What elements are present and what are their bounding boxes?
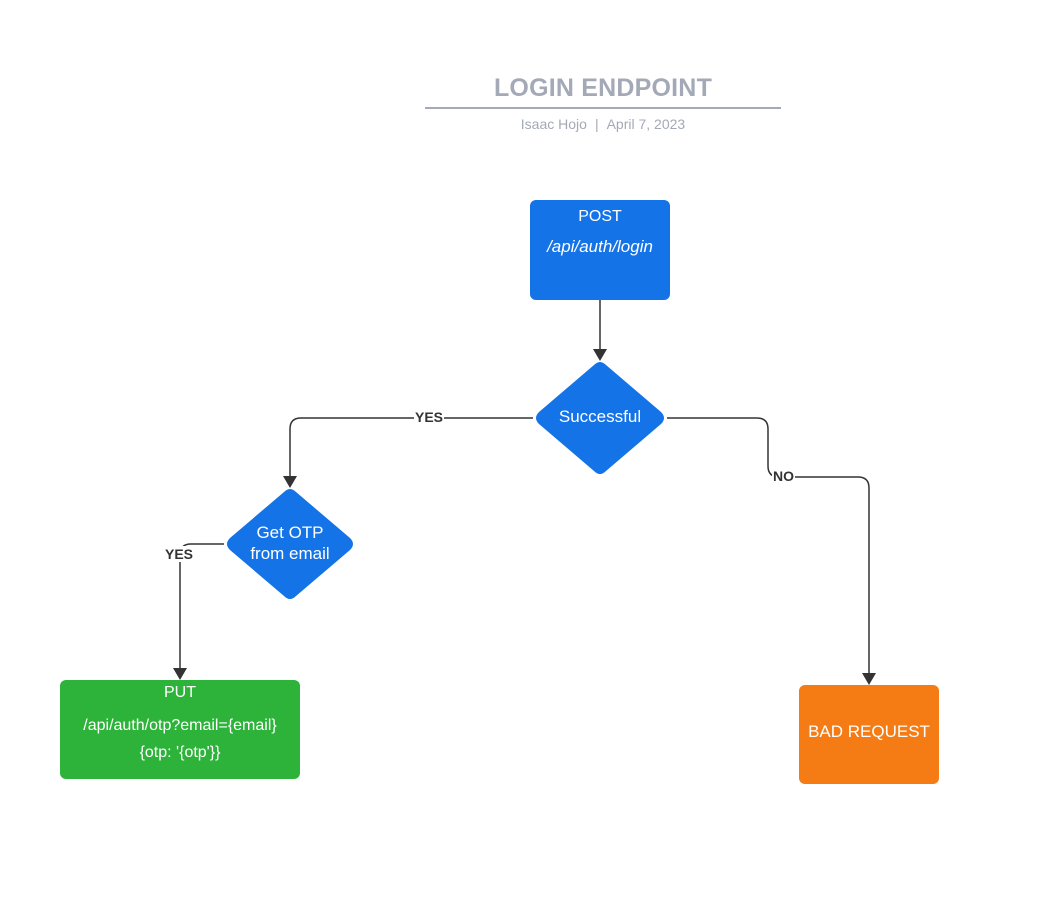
put-method-label: PUT — [164, 684, 196, 701]
successful-decision-diamond — [536, 362, 664, 474]
bad-request-box: BAD REQUEST — [799, 685, 939, 784]
edge-label-successful-yes: YES — [414, 409, 445, 425]
edge-label-otp-yes: YES — [164, 546, 195, 562]
title-underline — [425, 107, 781, 109]
post-login-process-box: POST /api/auth/login — [530, 200, 670, 300]
edge-label-successful-no: NO — [772, 468, 795, 484]
page-subtitle: Isaac Hojo | April 7, 2023 — [425, 116, 781, 132]
successful-decision-label: Successful — [558, 407, 642, 426]
connector-get-otp-yes-to-put — [173, 543, 224, 680]
put-body-label: {otp: '{otp'}} — [139, 744, 221, 761]
get-otp-label-line1: Get OTP — [256, 523, 324, 542]
connector-successful-yes-to-get-otp — [283, 417, 533, 488]
bad-request-label: BAD REQUEST — [808, 722, 930, 741]
put-path-label: /api/auth/otp?email={email} — [83, 717, 277, 734]
page-title: LOGIN ENDPOINT — [493, 74, 713, 102]
document-date: April 7, 2023 — [606, 116, 686, 132]
connector-successful-no-to-bad-request — [667, 417, 876, 685]
get-otp-decision-diamond — [227, 489, 353, 599]
post-path-label: /api/auth/login — [547, 237, 653, 256]
get-otp-label-line2: from email — [250, 544, 330, 563]
post-method-label: POST — [578, 208, 622, 225]
put-otp-process-box: PUT /api/auth/otp?email={email} {otp: '{… — [60, 680, 300, 779]
subtitle-separator: | — [594, 116, 599, 132]
author-name: Isaac Hojo — [520, 116, 587, 132]
